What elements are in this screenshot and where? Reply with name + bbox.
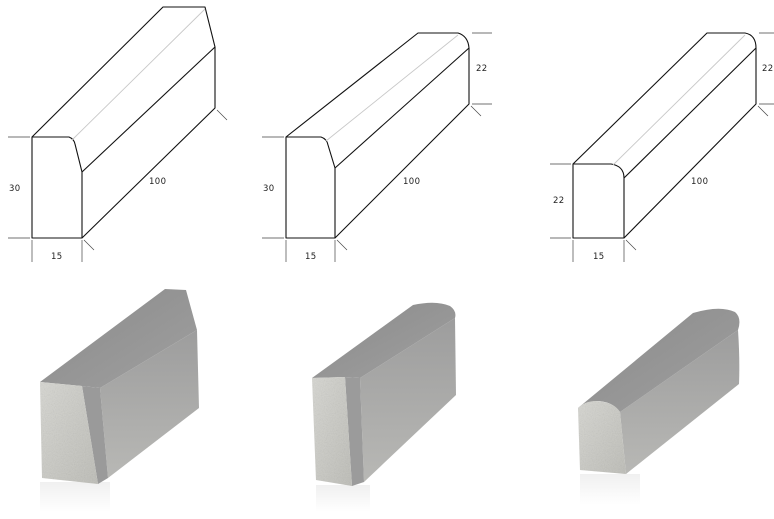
curb-front-edge [573,163,625,238]
curb-outline [285,32,470,239]
curb-ridge-line [623,47,757,179]
curb-texture [578,401,626,474]
dimension-width-label: 15 [593,252,605,262]
dimension-length-label: 100 [149,177,166,187]
curb-outline [31,6,216,239]
curb-chamfer-line [325,34,459,142]
dimension-height-label: 30 [263,184,275,194]
dimension-height-label: 30 [9,184,21,194]
curb-outline [572,32,757,239]
dimension-height-label: 22 [553,196,565,206]
dimension-line-length [83,109,228,251]
dimension-line-width [285,240,336,262]
photo-rounded-chamfered-curb [312,302,456,512]
dimension-length-label: 100 [691,177,708,187]
curb-chamfer-face [82,386,108,484]
floor-reflection [40,482,110,512]
drawing-rounded-curb: 22 15 100 22 [550,32,774,262]
dimension-width-label: 15 [305,252,317,262]
dimension-line-length [336,105,482,251]
drawing-rounded-chamfered-curb: 30 15 100 22 [262,32,492,262]
drawing-chamfered-curb: 30 15 100 [8,6,228,262]
dimension-line-height [550,163,571,239]
dimension-line-height [262,136,284,239]
dimension-line-rear-height [472,32,492,105]
curb-side-face [100,330,199,478]
dimension-length-label: 100 [403,177,420,187]
curb-ridge-line [334,47,470,169]
curb-top-face [40,289,197,388]
floor-reflection [580,474,640,505]
dimension-rear-height-label: 22 [476,64,488,74]
dimension-line-length [625,105,769,251]
curb-front-edge [286,136,336,238]
curb-front-edge [32,136,83,238]
dimension-width-label: 15 [51,252,63,262]
curb-top-face [578,308,740,412]
dimension-line-rear-height [759,32,774,105]
dimension-rear-height-label: 22 [762,64,774,74]
curb-chamfer-face [345,377,364,486]
curb-chamfer-line [71,8,206,141]
curb-round-line [612,34,746,166]
curb-texture [40,382,98,484]
curb-top-face [312,302,456,378]
curb-side-face [620,330,740,474]
floor-reflection [316,485,370,512]
curb-ridge-line [81,46,216,173]
photo-chamfered-curb [40,289,199,512]
dimension-line-width [31,240,83,262]
dimension-line-height [8,136,30,239]
curb-side-face [360,318,456,482]
photo-rounded-curb [578,308,740,505]
curb-texture [312,377,352,486]
dimension-line-width [572,240,625,262]
